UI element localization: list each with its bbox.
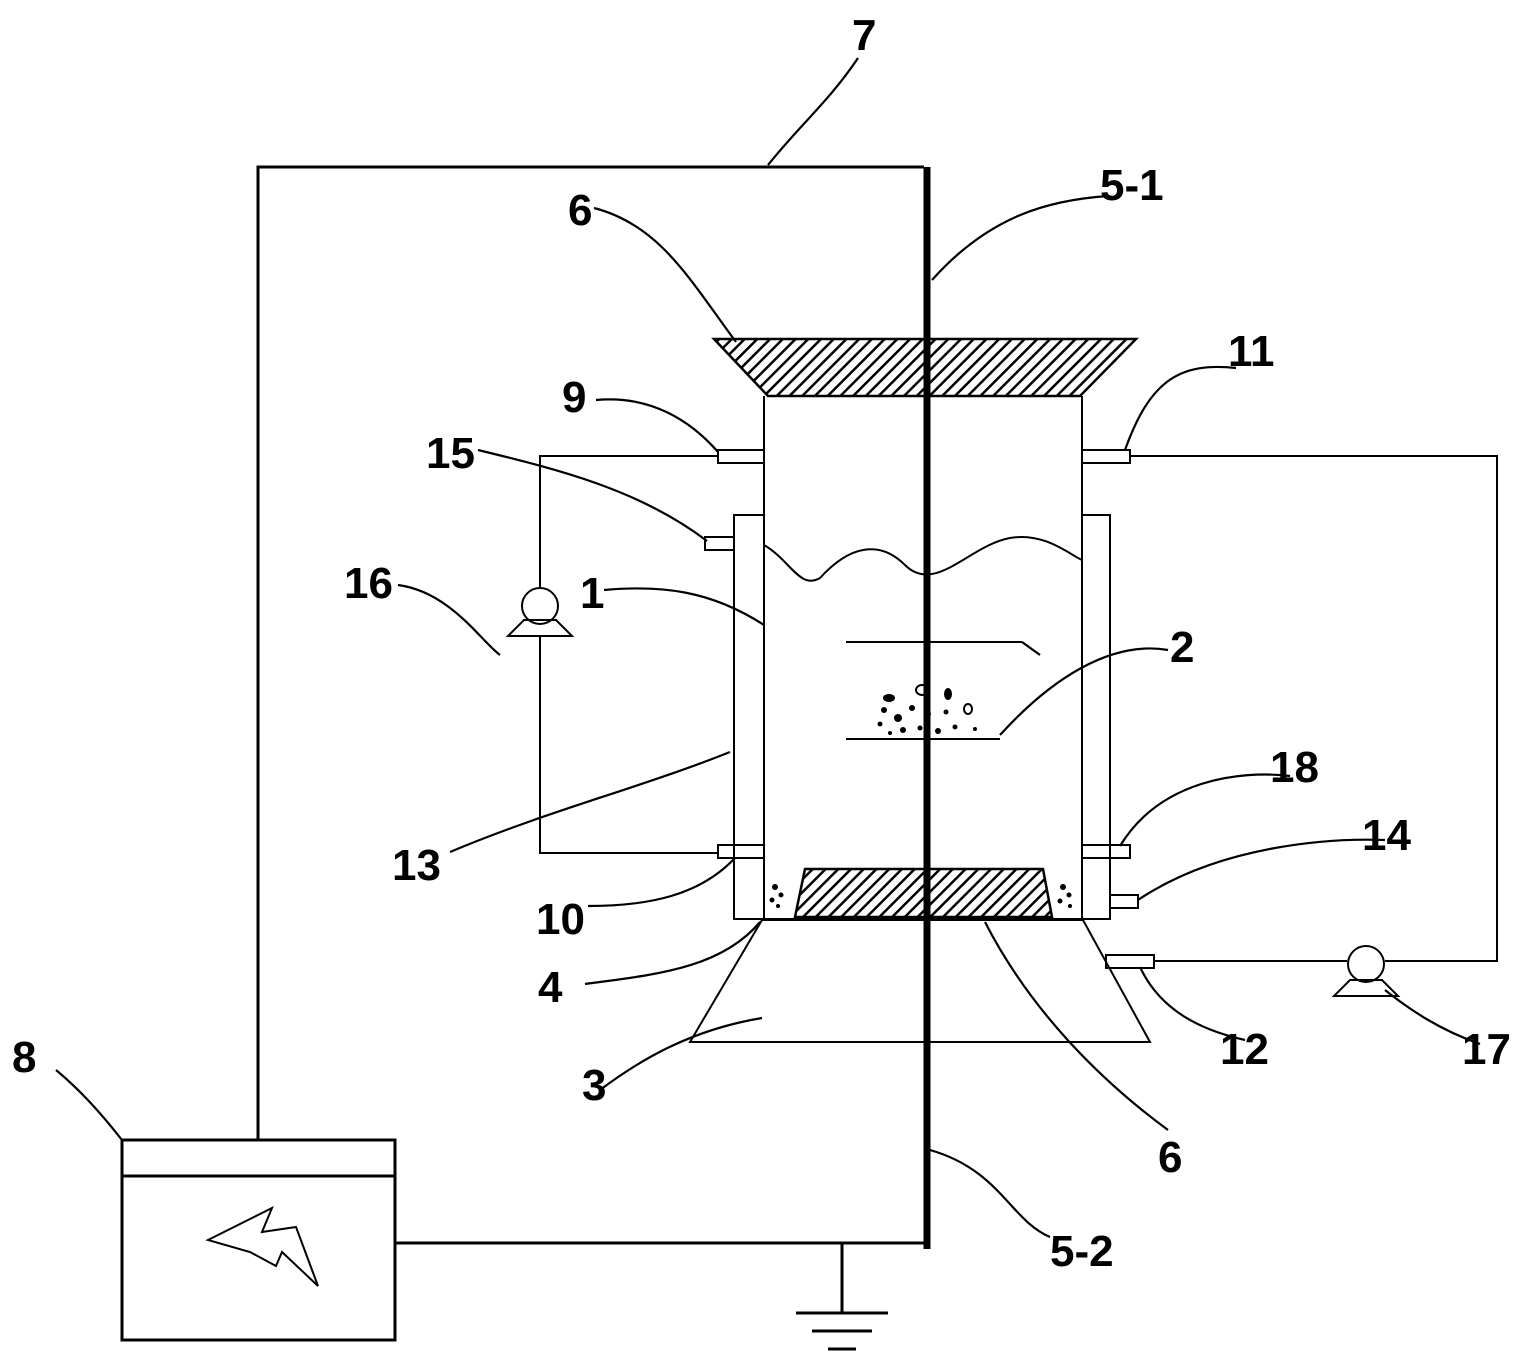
label-3: 3 <box>582 1061 606 1110</box>
pump-16-icon <box>505 587 575 660</box>
label-14: 14 <box>1362 811 1411 860</box>
pump-17-icon <box>1331 945 1401 997</box>
label-11: 11 <box>1228 327 1275 376</box>
port-15 <box>704 536 735 551</box>
port-9 <box>717 449 765 464</box>
label-6-bottom: 6 <box>1158 1133 1182 1182</box>
port-14 <box>1109 894 1139 909</box>
label-9: 9 <box>562 373 586 422</box>
bottom-particles <box>769 884 1072 908</box>
left-loop <box>539 455 718 854</box>
port-18 <box>1081 844 1131 859</box>
labels: 7 5-1 6 11 9 15 16 1 2 18 14 13 10 4 3 1… <box>12 11 1511 1276</box>
ground-icon <box>796 1311 888 1351</box>
cooling-jacket-13 <box>733 514 1111 920</box>
label-13: 13 <box>392 841 441 890</box>
funnel-3 <box>688 919 1152 1043</box>
leader-lines <box>55 57 1481 1239</box>
wire-7 <box>256 165 924 1140</box>
label-7: 7 <box>852 11 876 60</box>
sample-holder-2 <box>846 641 977 740</box>
label-5-1: 5-1 <box>1100 161 1164 210</box>
label-6-top: 6 <box>568 186 592 235</box>
power-supply-8 <box>120 1138 397 1342</box>
label-17: 17 <box>1462 1025 1511 1074</box>
reactor-vessel-1 <box>763 396 1083 920</box>
lightning-icon <box>205 1205 319 1287</box>
label-2: 2 <box>1170 623 1194 672</box>
label-4: 4 <box>538 963 563 1012</box>
port-11 <box>1081 449 1131 464</box>
label-5-2: 5-2 <box>1050 1227 1114 1276</box>
label-15: 15 <box>426 429 475 478</box>
label-1: 1 <box>580 569 604 618</box>
port-10 <box>717 844 765 859</box>
label-12: 12 <box>1220 1025 1269 1074</box>
label-18: 18 <box>1270 743 1319 792</box>
ground-wire <box>395 1241 924 1312</box>
right-loop <box>1130 455 1498 962</box>
liquid-surface <box>763 536 1083 582</box>
label-16: 16 <box>344 559 393 608</box>
label-8: 8 <box>12 1033 36 1082</box>
label-10: 10 <box>536 895 585 944</box>
port-12 <box>1105 954 1155 969</box>
